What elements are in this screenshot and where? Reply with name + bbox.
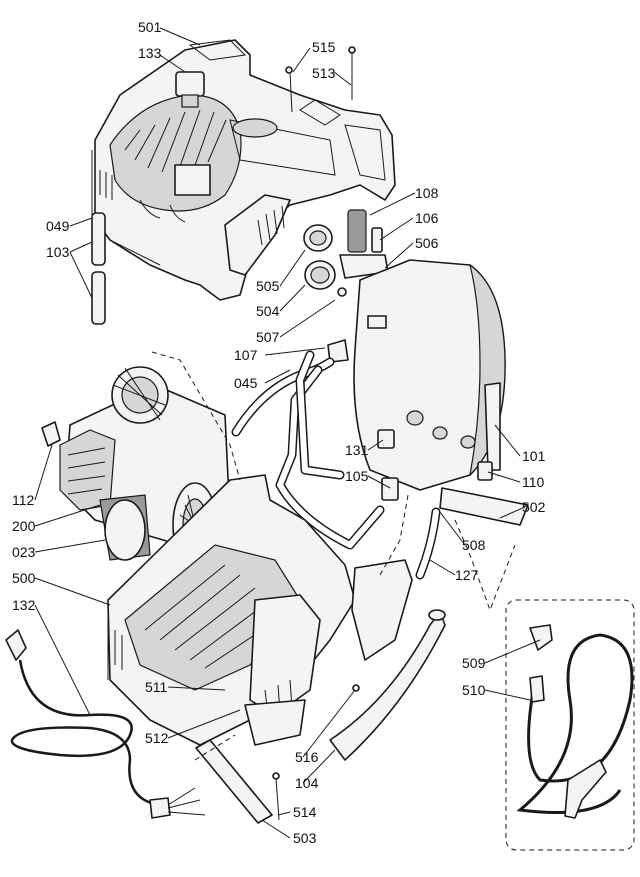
- drain-valves-part: [377, 429, 493, 501]
- label-516: 516: [295, 749, 319, 765]
- pressure-switch-part: [175, 71, 205, 108]
- part-number-labels: 501 133 515 513 108 106 506 049 103 505 …: [12, 19, 546, 846]
- lower-base-part: [107, 474, 356, 746]
- label-131: 131: [345, 442, 369, 458]
- label-501: 501: [138, 19, 162, 35]
- handle-grips-part: [91, 212, 106, 325]
- label-515: 515: [312, 39, 336, 55]
- label-112: 112: [12, 492, 35, 508]
- label-105: 105: [345, 468, 369, 484]
- label-505: 505: [256, 278, 280, 294]
- label-108: 108: [415, 185, 439, 201]
- label-506: 506: [415, 235, 439, 251]
- label-023: 023: [12, 544, 36, 560]
- air-tank-part: [327, 259, 529, 526]
- power-cord-part: [5, 629, 206, 819]
- regulator-assembly-part: [337, 209, 389, 297]
- assembly-guide-lines: [151, 351, 516, 761]
- label-510: 510: [462, 682, 486, 698]
- label-513: 513: [312, 65, 336, 81]
- screws-515-513: [285, 46, 356, 113]
- label-104: 104: [295, 775, 319, 791]
- label-509: 509: [462, 655, 486, 671]
- accessory-hose-kit-part: [505, 599, 635, 851]
- label-511: 511: [145, 679, 168, 695]
- leader-lines: [34, 27, 541, 839]
- label-133: 133: [138, 45, 162, 61]
- label-512: 512: [145, 730, 169, 746]
- label-127: 127: [455, 567, 479, 583]
- label-514: 514: [293, 804, 317, 820]
- label-508: 508: [462, 537, 486, 553]
- label-103: 103: [46, 244, 70, 260]
- label-507: 507: [256, 329, 280, 345]
- label-503: 503: [293, 830, 317, 846]
- label-502: 502: [522, 499, 546, 515]
- label-200: 200: [12, 518, 36, 534]
- label-504: 504: [256, 303, 280, 319]
- label-106: 106: [415, 210, 439, 226]
- label-110: 110: [522, 474, 545, 490]
- pressure-gauges-part: [303, 224, 336, 290]
- label-101: 101: [522, 448, 546, 464]
- air-hoses-part: [231, 350, 441, 580]
- label-132: 132: [12, 597, 36, 613]
- rail-and-screw-part: [195, 739, 280, 824]
- label-049: 049: [46, 218, 70, 234]
- handle-tube-part: [329, 559, 446, 761]
- label-045: 045: [234, 375, 258, 391]
- upper-shroud-part: [91, 39, 396, 301]
- label-107: 107: [234, 347, 258, 363]
- label-500: 500: [12, 570, 36, 586]
